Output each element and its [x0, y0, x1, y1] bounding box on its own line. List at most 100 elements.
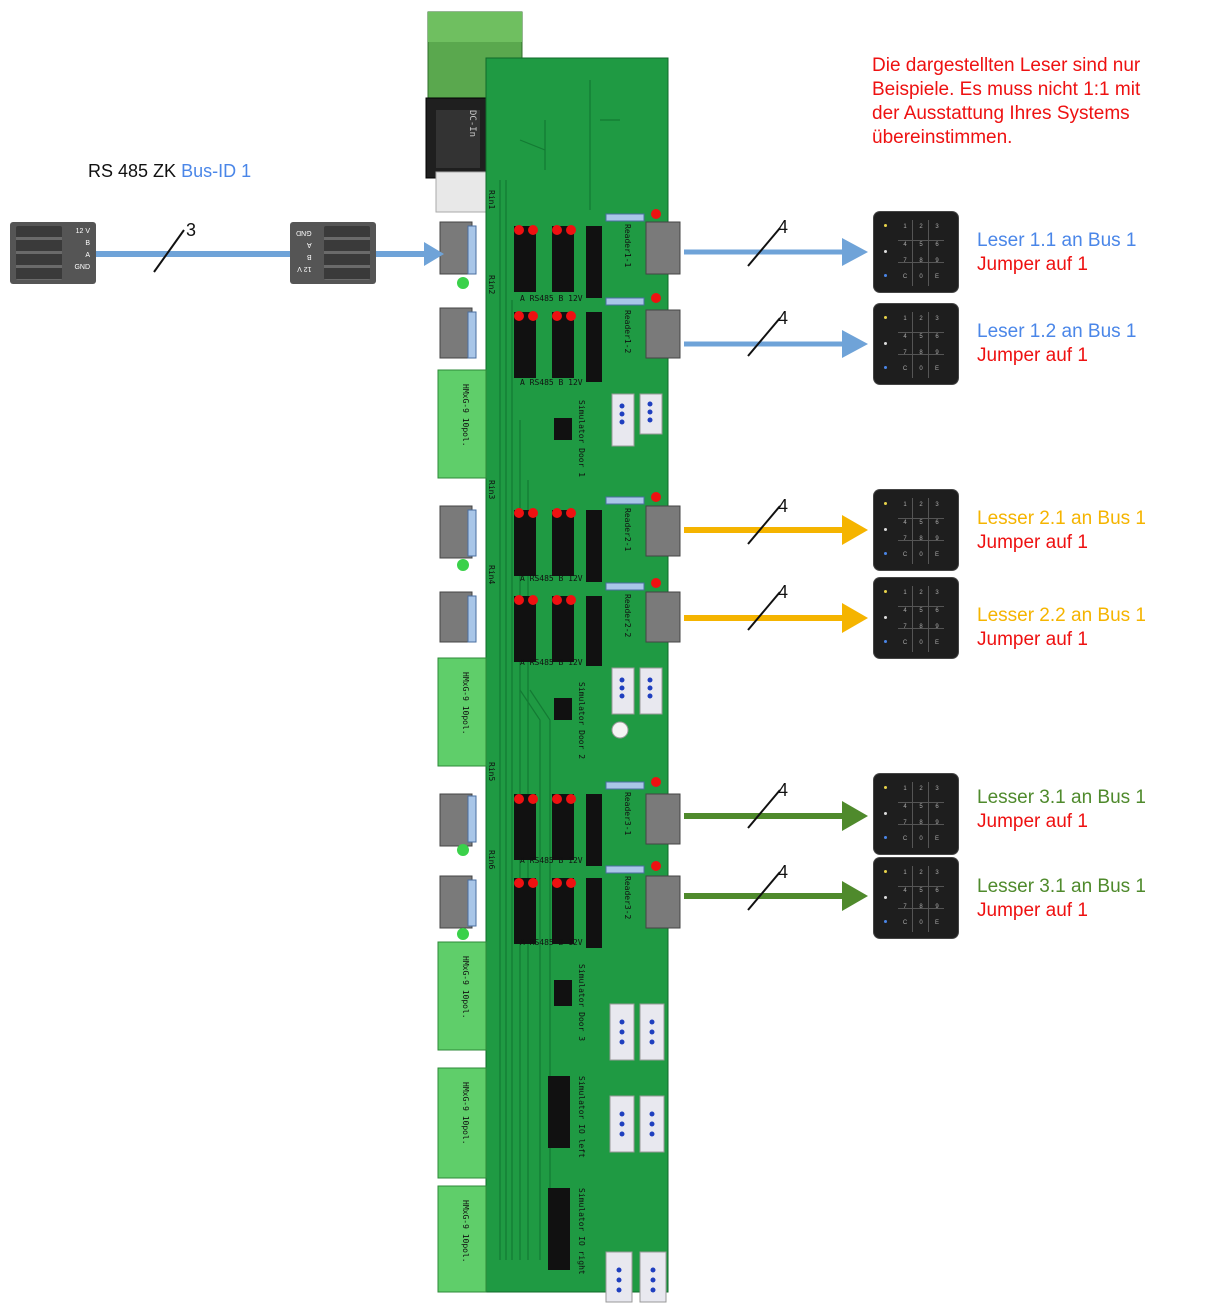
- keypad-key: 2: [916, 786, 926, 792]
- terminal-label-1: HMxG-9 10pol.: [461, 384, 470, 447]
- keypad-key: 4: [900, 608, 910, 614]
- sim-io-left-label: Simulator IO left: [577, 1076, 586, 1158]
- terminal-label-2: HMxG-9 10pol.: [461, 672, 470, 735]
- keypad-key: E: [932, 920, 942, 926]
- keypad-key: 9: [932, 536, 942, 542]
- keypad-key: 2: [916, 224, 926, 230]
- keypad-key: 1: [900, 870, 910, 876]
- rin6-label: Rin6: [487, 850, 496, 869]
- rin4-label: Rin4: [487, 565, 496, 584]
- reader-port-label-4: Reader2-2: [623, 594, 632, 637]
- rs485-label-5: A RS485 B 12V: [520, 856, 583, 865]
- rin3-label: Rin3: [487, 480, 496, 499]
- reader-wire-count-4: 4: [778, 582, 788, 603]
- keypad-key: 8: [916, 904, 926, 910]
- keypad-key: 5: [916, 242, 926, 248]
- reader-port-label-2: Reader1-2: [623, 310, 632, 353]
- keypad-key: 2: [916, 590, 926, 596]
- keypad-key: 7: [900, 536, 910, 542]
- terminal-label-3: HMxG-9 10pol.: [461, 956, 470, 1019]
- rs485-label-4: A RS485 B 12V: [520, 658, 583, 667]
- keypad-key: 1: [900, 316, 910, 322]
- keypad-key: 3: [932, 502, 942, 508]
- keypad-key: C: [900, 366, 910, 372]
- keypad-key: 6: [932, 334, 942, 340]
- keypad-key: 6: [932, 520, 942, 526]
- keypad-key: 7: [900, 820, 910, 826]
- keypad-key: 9: [932, 258, 942, 264]
- rs485-label-2: A RS485 B 12V: [520, 378, 583, 387]
- keypad-key: C: [900, 920, 910, 926]
- reader-wire-count-1: 4: [778, 217, 788, 238]
- keypad-key: 6: [932, 242, 942, 248]
- sim-io-right-label: Simulator IO right: [577, 1188, 586, 1275]
- keypad-key: 4: [900, 334, 910, 340]
- keypad-key: 3: [932, 590, 942, 596]
- rin5-label: Rin5: [487, 762, 496, 781]
- keypad-key: 5: [916, 888, 926, 894]
- keypad-key: E: [932, 836, 942, 842]
- reader-port-label-3: Reader2-1: [623, 508, 632, 551]
- reader-wire-count-3: 4: [778, 496, 788, 517]
- keypad-key: 4: [900, 520, 910, 526]
- keypad-key: 7: [900, 258, 910, 264]
- reader-port-label-5: Reader3-1: [623, 792, 632, 835]
- reader-wire-count-5: 4: [778, 780, 788, 801]
- rin-connectors: [440, 222, 472, 928]
- keypad-key: 0: [916, 552, 926, 558]
- bus-connector-right: 12 V B A GND: [290, 222, 376, 284]
- keypad-key: 0: [916, 366, 926, 372]
- keypad-key: 1: [900, 786, 910, 792]
- keypad-key: 8: [916, 258, 926, 264]
- keypad-key: 3: [932, 316, 942, 322]
- rs485-label-1: A RS485 B 12V: [520, 294, 583, 303]
- keypad-key: 5: [916, 334, 926, 340]
- rs485-label-6: A RS485 B 12V: [520, 938, 583, 947]
- keypad-key: 3: [932, 224, 942, 230]
- keypad-key: 9: [932, 350, 942, 356]
- keypad-key: 2: [916, 870, 926, 876]
- keypad-key: 1: [900, 590, 910, 596]
- keypad-key: 6: [932, 888, 942, 894]
- reader-wire-count-6: 4: [778, 862, 788, 883]
- keypad-key: C: [900, 274, 910, 280]
- keypad-key: 1: [900, 224, 910, 230]
- sim-door2-label: Simulator Door 2: [577, 682, 586, 759]
- keypad-key: 4: [900, 804, 910, 810]
- keypad-key: E: [932, 552, 942, 558]
- keypad-key: 4: [900, 242, 910, 248]
- bus-wire-count: 3: [186, 220, 196, 241]
- keypad-key: 5: [916, 608, 926, 614]
- rs485-label-3: A RS485 B 12V: [520, 574, 583, 583]
- keypad-key: 2: [916, 502, 926, 508]
- rin1-label: Rin1: [487, 190, 496, 209]
- keypad-key: E: [932, 366, 942, 372]
- bus-connector-left: 12 V B A GND: [10, 222, 96, 284]
- keypad-key: 5: [916, 520, 926, 526]
- keypad-key: 9: [932, 624, 942, 630]
- reader-label-2: Leser 1.2 an Bus 1Jumper auf 1: [977, 320, 1137, 368]
- sim-door1-label: Simulator Door 1: [577, 400, 586, 477]
- keypad-key: 7: [900, 904, 910, 910]
- rin2-label: Rin2: [487, 275, 496, 294]
- terminal-label-4: HMxG-9 10pol.: [461, 1082, 470, 1145]
- keypad-key: 8: [916, 624, 926, 630]
- keypad-key: 0: [916, 640, 926, 646]
- keypad-key: 5: [916, 804, 926, 810]
- keypad-key: 9: [932, 904, 942, 910]
- keypad-key: 8: [916, 350, 926, 356]
- keypad-key: 8: [916, 820, 926, 826]
- keypad-key: C: [900, 552, 910, 558]
- keypad-key: E: [932, 274, 942, 280]
- keypad-key: 0: [916, 920, 926, 926]
